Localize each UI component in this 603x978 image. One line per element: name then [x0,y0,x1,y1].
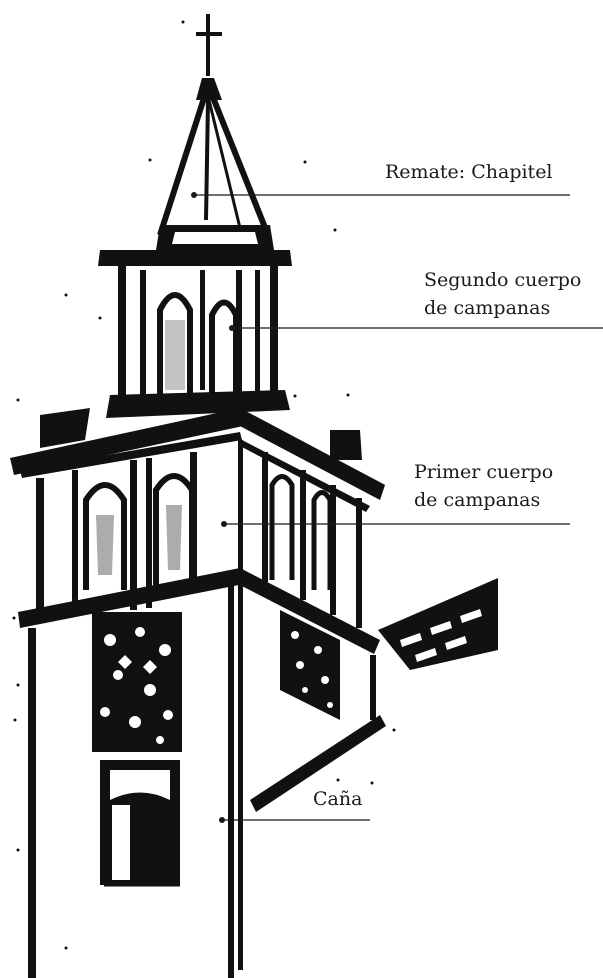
label-remate-chapitel: Remate: Chapitel [385,161,553,183]
label-segundo-cuerpo-line1: Segundo cuerpo [424,269,581,291]
callout-chapitel: Remate: Chapitel [191,161,570,198]
callout-primer-cuerpo: Primer cuerpo de campanas [221,461,570,527]
second-bell-stage [98,225,292,418]
first-bell-stage [36,440,362,970]
ink-speckles [12,20,396,950]
cross-icon [196,14,222,76]
tower-shaft [28,584,340,978]
label-primer-cuerpo-line1: Primer cuerpo [414,461,553,483]
label-cana: Caña [313,788,362,810]
label-primer-cuerpo-line2: de campanas [414,489,540,511]
callout-cana: Caña [219,788,370,823]
spire [157,78,271,237]
side-roof [250,578,498,812]
leader-dot [219,817,225,823]
callout-segundo-cuerpo: Segundo cuerpo de campanas [229,269,603,331]
label-segundo-cuerpo-line2: de campanas [424,297,550,319]
bell-tower-illustration [10,14,498,978]
lower-ledge [18,568,380,654]
leader-dot [191,192,197,198]
leader-dot [229,325,235,331]
leader-dot [221,521,227,527]
